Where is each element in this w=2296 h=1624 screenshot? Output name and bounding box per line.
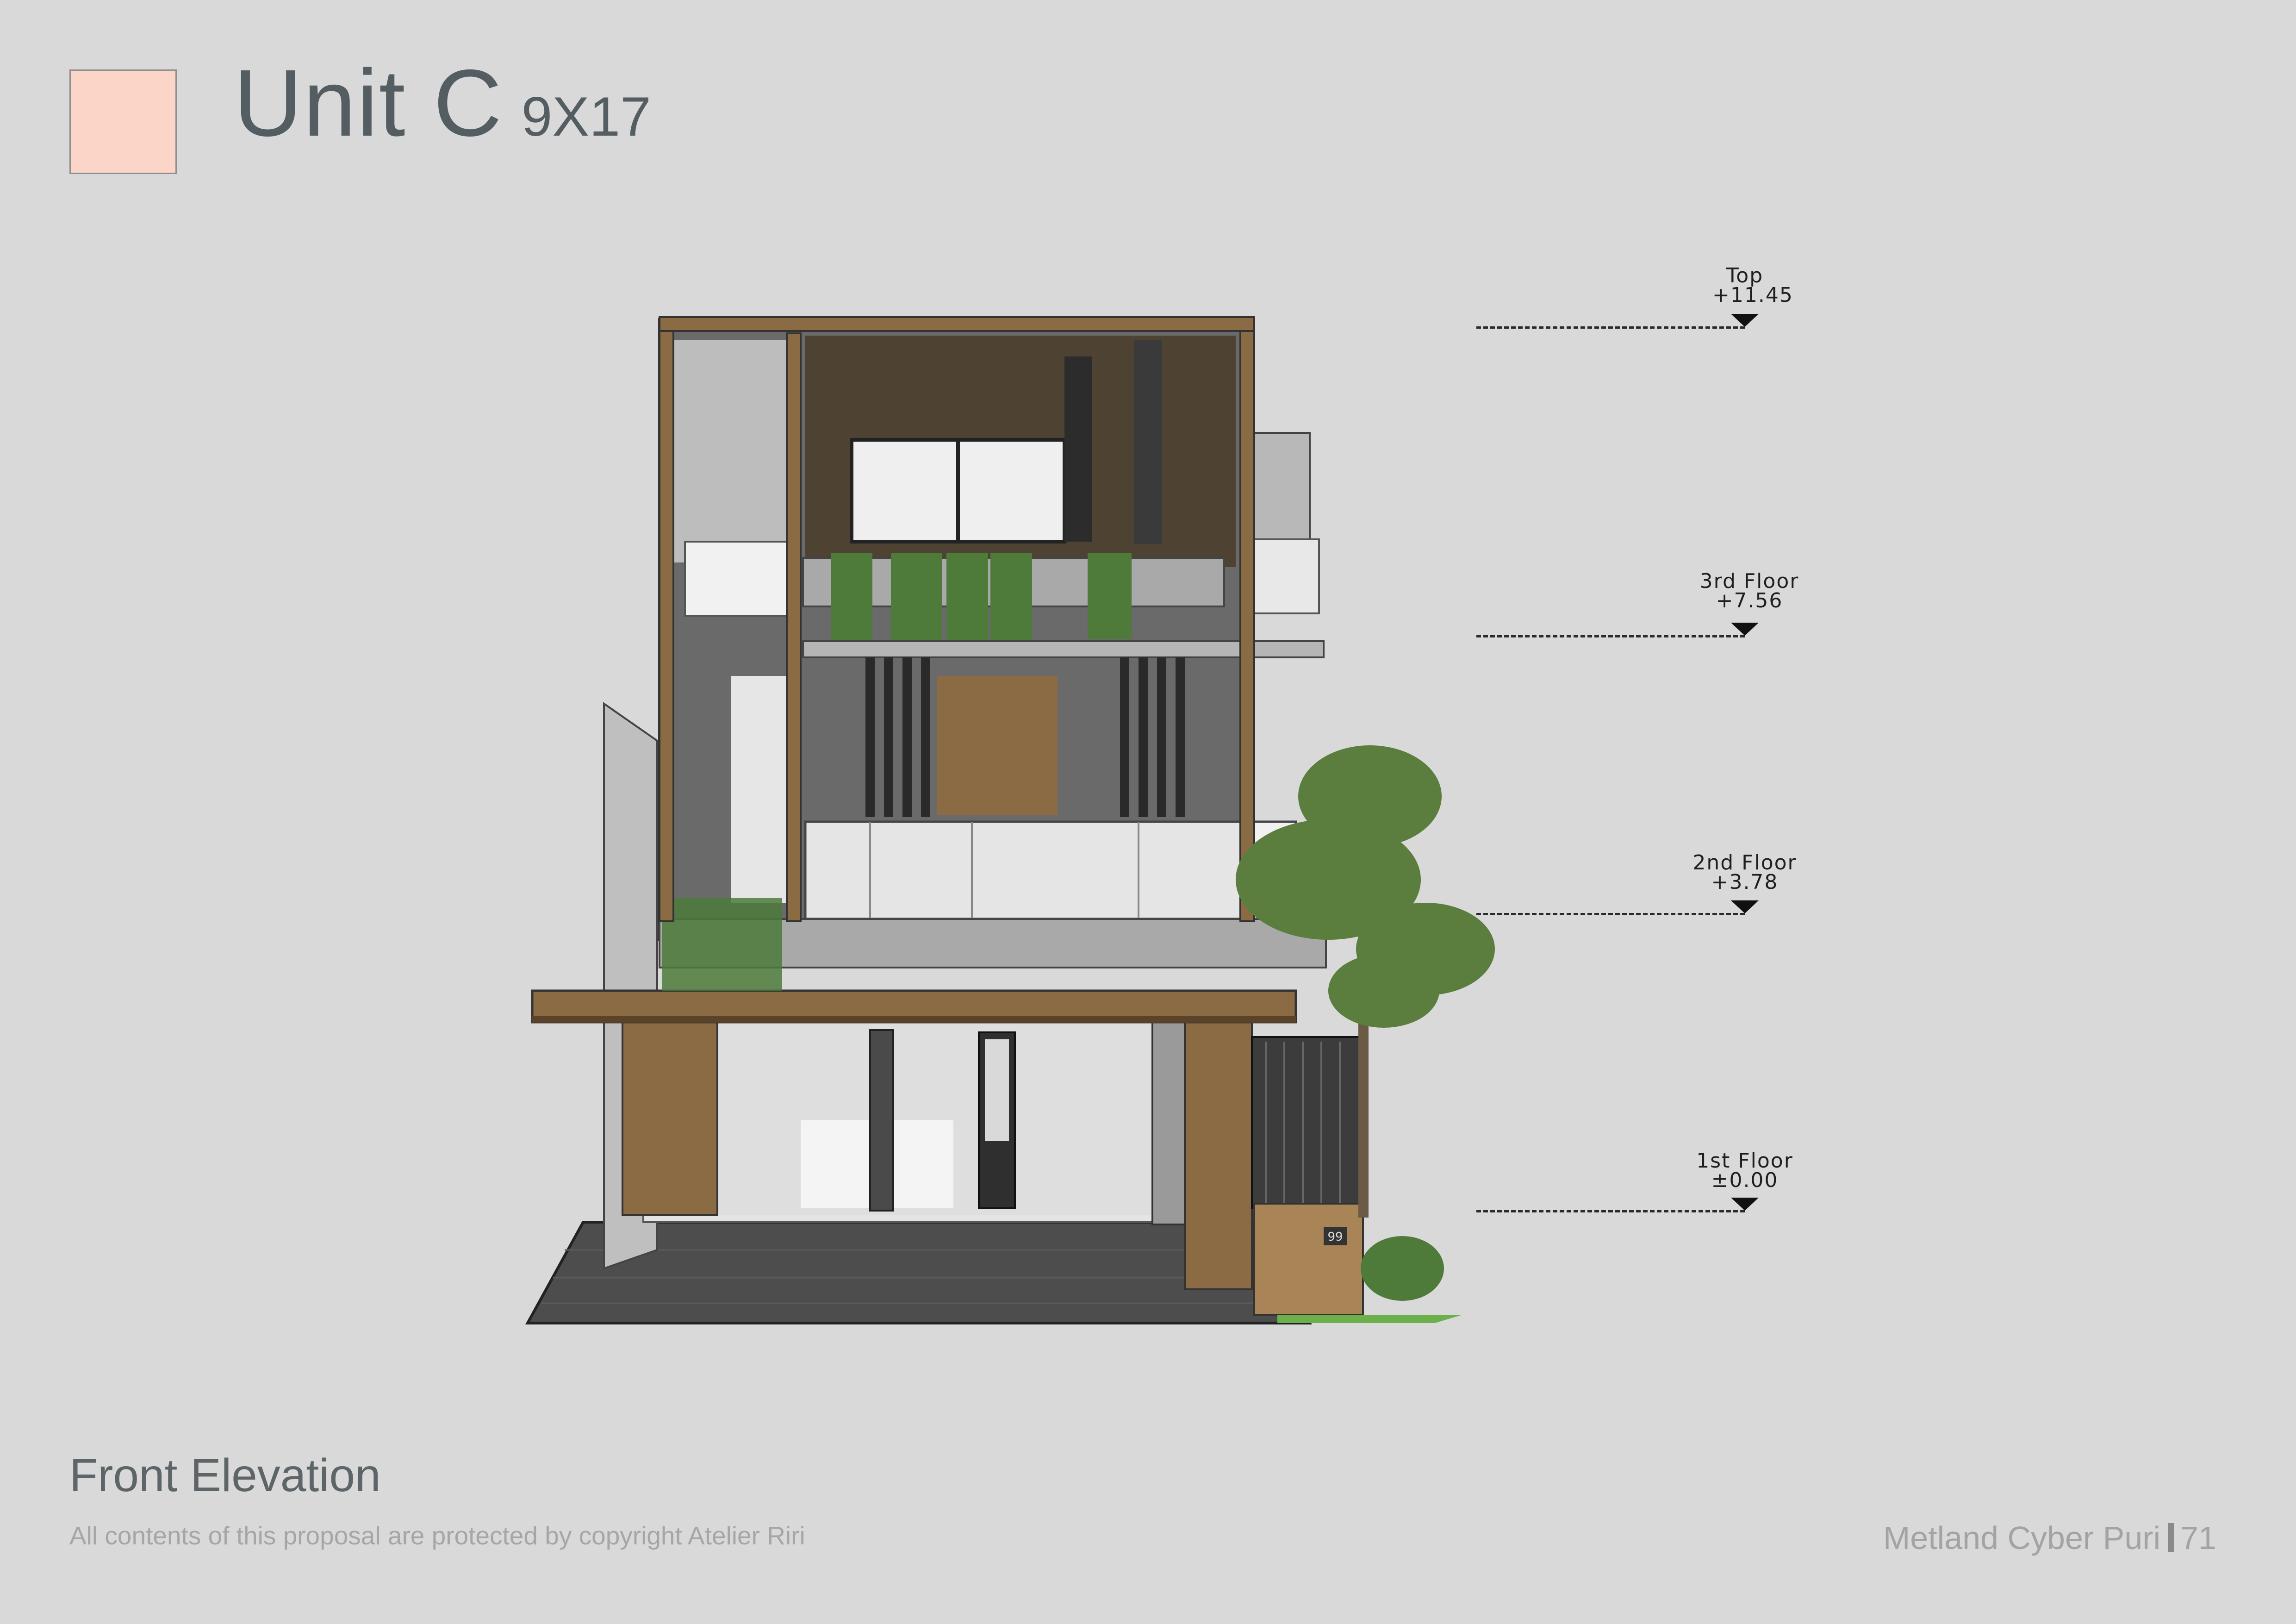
grass-strip — [1277, 1315, 1462, 1323]
timber-column-left — [622, 1020, 718, 1216]
level-line-3rd-floor — [1476, 635, 1745, 637]
third-floor-slab — [802, 640, 1325, 658]
page-footer: Metland Cyber Puri 71 — [1883, 1519, 2216, 1556]
timber-frame-middle — [786, 332, 802, 922]
level-label-3rd-floor: 3rd Floor +7.56 — [1685, 569, 1814, 612]
unit-name: Unit C — [234, 50, 503, 156]
shrub — [1361, 1236, 1444, 1301]
timber-frame-top — [659, 316, 1255, 332]
level-marker-icon — [1731, 1198, 1759, 1211]
door-glass — [985, 1039, 1009, 1141]
level-line-2nd-floor — [1476, 913, 1745, 915]
project-name: Metland Cyber Puri — [1883, 1520, 2161, 1556]
level-label-top: Top +11.45 — [1712, 264, 1793, 307]
level-name: 3rd Floor — [1699, 569, 1799, 593]
unit-dimension: 9X17 — [521, 86, 651, 148]
level-value: ±0.00 — [1711, 1168, 1779, 1192]
level-name: 1st Floor — [1696, 1149, 1793, 1173]
hanging-plants — [662, 898, 782, 991]
level-name: 2nd Floor — [1692, 851, 1797, 874]
mailbox-post — [1253, 1203, 1364, 1316]
level-label-2nd-floor: 2nd Floor +3.78 — [1680, 851, 1810, 894]
second-floor-glass-balustrade — [804, 820, 1297, 920]
house-number-text: 99 — [1327, 1230, 1343, 1244]
level-marker-icon — [1731, 314, 1759, 327]
left-balcony-glass — [684, 541, 788, 617]
timber-frame-left — [659, 319, 674, 922]
level-line-top — [1476, 326, 1745, 329]
level-marker-icon — [1731, 900, 1759, 913]
copyright-notice: All contents of this proposal are protec… — [69, 1521, 805, 1550]
timber-frame-right — [1239, 319, 1255, 922]
second-floor-window-left — [731, 676, 787, 903]
timber-column-right — [1184, 1020, 1253, 1290]
third-floor-left-wing — [666, 340, 787, 562]
house-number-plate — [1324, 1227, 1347, 1245]
tree-canopy — [1236, 745, 1495, 1028]
footer-divider — [2168, 1523, 2174, 1552]
level-label-1st-floor: 1st Floor ±0.00 — [1680, 1149, 1810, 1192]
unit-color-swatch — [69, 69, 177, 174]
right-balcony-glass — [1249, 538, 1320, 614]
drawing-caption: Front Elevation — [69, 1449, 381, 1501]
vertical-fin — [1064, 356, 1092, 542]
side-gate — [1251, 1036, 1366, 1209]
ground-slit-window — [869, 1029, 894, 1212]
level-value: +7.56 — [1716, 589, 1783, 612]
level-line-1st-floor — [1476, 1210, 1745, 1212]
canopy-fascia — [532, 1016, 1296, 1023]
second-floor-timber-panel — [937, 676, 1058, 815]
level-marker-icon — [1731, 623, 1759, 636]
side-pier — [1151, 1020, 1186, 1225]
level-value: +3.78 — [1711, 870, 1779, 894]
vertical-fin-2 — [1134, 340, 1162, 544]
level-name: Top — [1726, 264, 1764, 287]
page-number: 71 — [2180, 1520, 2216, 1556]
level-value: +11.45 — [1712, 283, 1793, 307]
